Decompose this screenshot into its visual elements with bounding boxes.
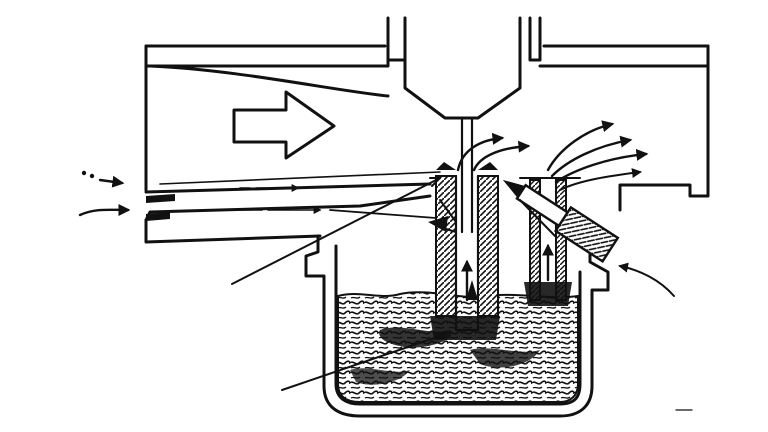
pilot-jet xyxy=(519,177,581,306)
bypass-air-arrows xyxy=(78,170,441,221)
pilot-air-screw xyxy=(502,179,620,264)
fuel xyxy=(337,291,579,403)
leader-lines xyxy=(231,177,675,391)
air-intake-arrow xyxy=(232,90,336,160)
main-jet-needle-assembly xyxy=(430,116,500,340)
air-horn-body xyxy=(144,16,710,244)
float-bowl xyxy=(304,234,610,418)
fuel-spray-arrows xyxy=(456,120,649,191)
